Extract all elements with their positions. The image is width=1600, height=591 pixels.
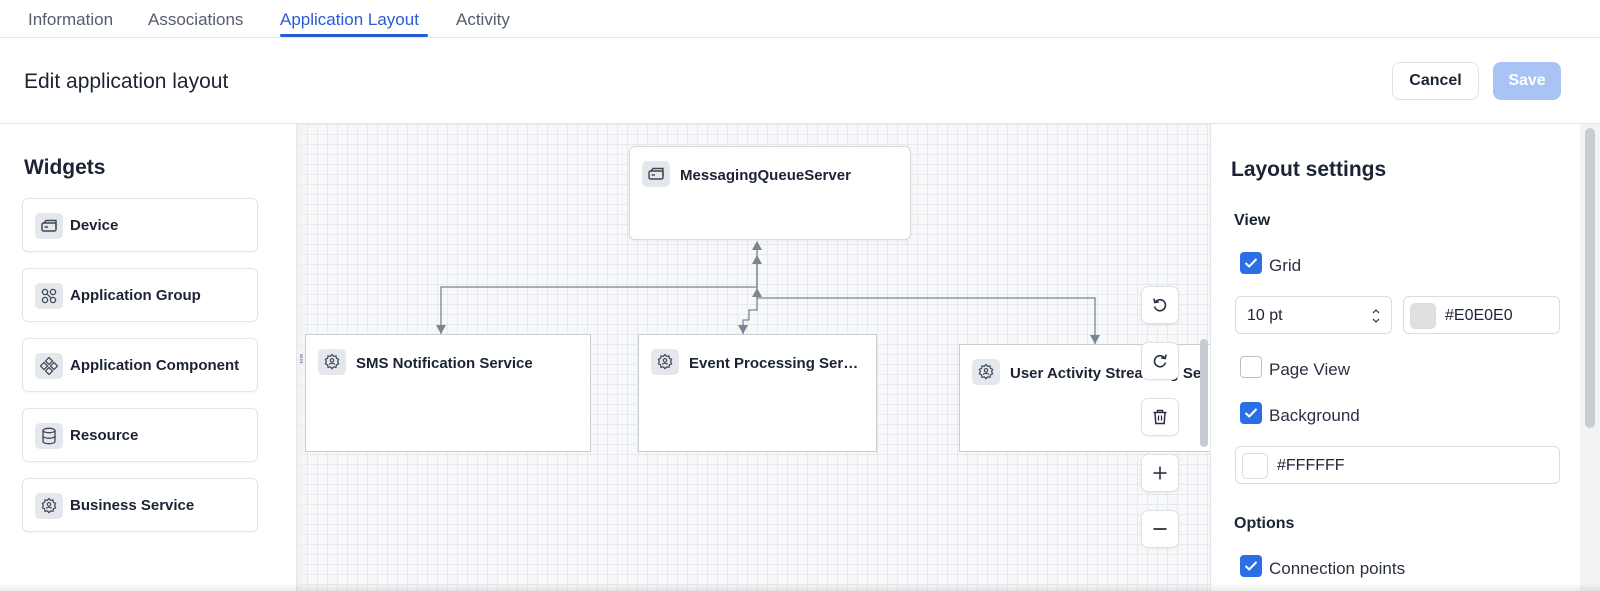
database-icon <box>35 423 63 449</box>
tab-application-layout[interactable]: Application Layout <box>280 10 419 29</box>
connection-points-checkbox[interactable] <box>1240 555 1262 577</box>
application-component-icon <box>35 353 63 379</box>
widget-label: Resource <box>70 427 139 444</box>
undo-icon <box>1153 298 1167 312</box>
grid-color-value: #E0E0E0 <box>1445 307 1513 324</box>
widget-label: Application Component <box>70 357 240 374</box>
widgets-title: Widgets <box>24 156 106 179</box>
active-tab-indicator <box>280 34 428 37</box>
node-event-processing-service[interactable]: Event Processing Ser… <box>638 334 877 452</box>
connector-lines <box>436 241 1100 344</box>
zoom-in-button[interactable] <box>1141 454 1179 492</box>
redo-button[interactable] <box>1141 342 1179 380</box>
node-label: MessagingQueueServer <box>680 167 851 184</box>
grid-color-swatch[interactable] <box>1410 303 1436 329</box>
view-section-label: View <box>1234 212 1271 229</box>
zoom-out-icon <box>1153 528 1167 530</box>
save-button[interactable]: Save <box>1493 62 1561 100</box>
redo-icon <box>1153 354 1167 368</box>
page-view-label: Page View <box>1269 360 1350 379</box>
canvas-scrollbar[interactable] <box>1200 339 1208 447</box>
undo-button[interactable] <box>1141 286 1179 324</box>
widget-label: Application Group <box>70 287 201 304</box>
tab-activity[interactable]: Activity <box>456 10 510 29</box>
device-icon <box>35 213 63 239</box>
settings-title: Layout settings <box>1231 158 1387 181</box>
background-label: Background <box>1269 406 1360 425</box>
page-view-checkbox[interactable] <box>1240 356 1262 378</box>
node-label: SMS Notification Service <box>356 355 533 372</box>
trash-icon <box>1153 409 1167 425</box>
widget-resource[interactable]: Resource <box>22 408 258 462</box>
background-color-value: #FFFFFF <box>1277 457 1345 474</box>
grid-checkbox[interactable] <box>1240 252 1262 274</box>
node-messaging-queue-server[interactable]: MessagingQueueServer <box>629 146 911 240</box>
business-service-icon <box>35 493 63 519</box>
options-section-label: Options <box>1234 515 1295 532</box>
background-color-swatch[interactable] <box>1242 453 1268 479</box>
stepper-arrows-icon[interactable] <box>1371 307 1381 325</box>
business-service-icon <box>972 359 1000 385</box>
tab-information[interactable]: Information <box>28 10 114 29</box>
tab-associations[interactable]: Associations <box>148 10 244 29</box>
grid-size-stepper[interactable]: 10 pt <box>1235 296 1392 334</box>
connection-points-label: Connection points <box>1269 559 1406 578</box>
widgets-panel: Widgets Device Application Group Applica… <box>0 124 296 591</box>
page-scrollbar[interactable] <box>1580 124 1600 591</box>
page-title: Edit application layout <box>24 70 229 93</box>
page-header: Edit application layout Cancel Save <box>0 38 1600 124</box>
check-icon <box>1244 258 1258 268</box>
widget-business-service[interactable]: Business Service <box>22 478 258 532</box>
background-checkbox[interactable] <box>1240 402 1262 424</box>
layout-settings-panel: Layout settings View Grid 10 pt #E0E0E0 … <box>1210 124 1580 591</box>
application-group-icon <box>35 283 63 309</box>
bottom-shadow <box>0 583 1600 591</box>
widget-application-component[interactable]: Application Component <box>22 338 258 392</box>
widget-application-group[interactable]: Application Group <box>22 268 258 322</box>
widget-label: Device <box>70 217 119 234</box>
check-icon <box>1244 561 1258 571</box>
widget-label: Business Service <box>70 497 195 514</box>
tab-bar: Information Associations Application Lay… <box>0 0 1600 38</box>
node-label: Event Processing Ser… <box>689 355 859 372</box>
background-color-field[interactable]: #FFFFFF <box>1235 446 1560 484</box>
node-sms-notification-service[interactable]: SMS Notification Service <box>305 334 591 452</box>
page-scrollbar-thumb[interactable] <box>1585 128 1595 428</box>
canvas-edge-shade <box>297 124 307 591</box>
zoom-out-button[interactable] <box>1141 510 1179 548</box>
grid-color-field[interactable]: #E0E0E0 <box>1403 296 1560 334</box>
check-icon <box>1244 408 1258 418</box>
delete-button[interactable] <box>1141 398 1179 436</box>
widget-device[interactable]: Device <box>22 198 258 252</box>
business-service-icon <box>318 349 346 375</box>
grid-label: Grid <box>1269 256 1302 275</box>
grid-size-value: 10 pt <box>1247 307 1283 324</box>
business-service-icon <box>651 349 679 375</box>
cancel-button[interactable]: Cancel <box>1392 62 1479 100</box>
zoom-in-icon <box>1153 466 1167 480</box>
layout-canvas[interactable]: MessagingQueueServer ⁞⁞ SMS Notification… <box>296 124 1210 591</box>
device-icon <box>642 161 670 187</box>
drag-handle-icon[interactable]: ⁞⁞ <box>299 352 303 366</box>
